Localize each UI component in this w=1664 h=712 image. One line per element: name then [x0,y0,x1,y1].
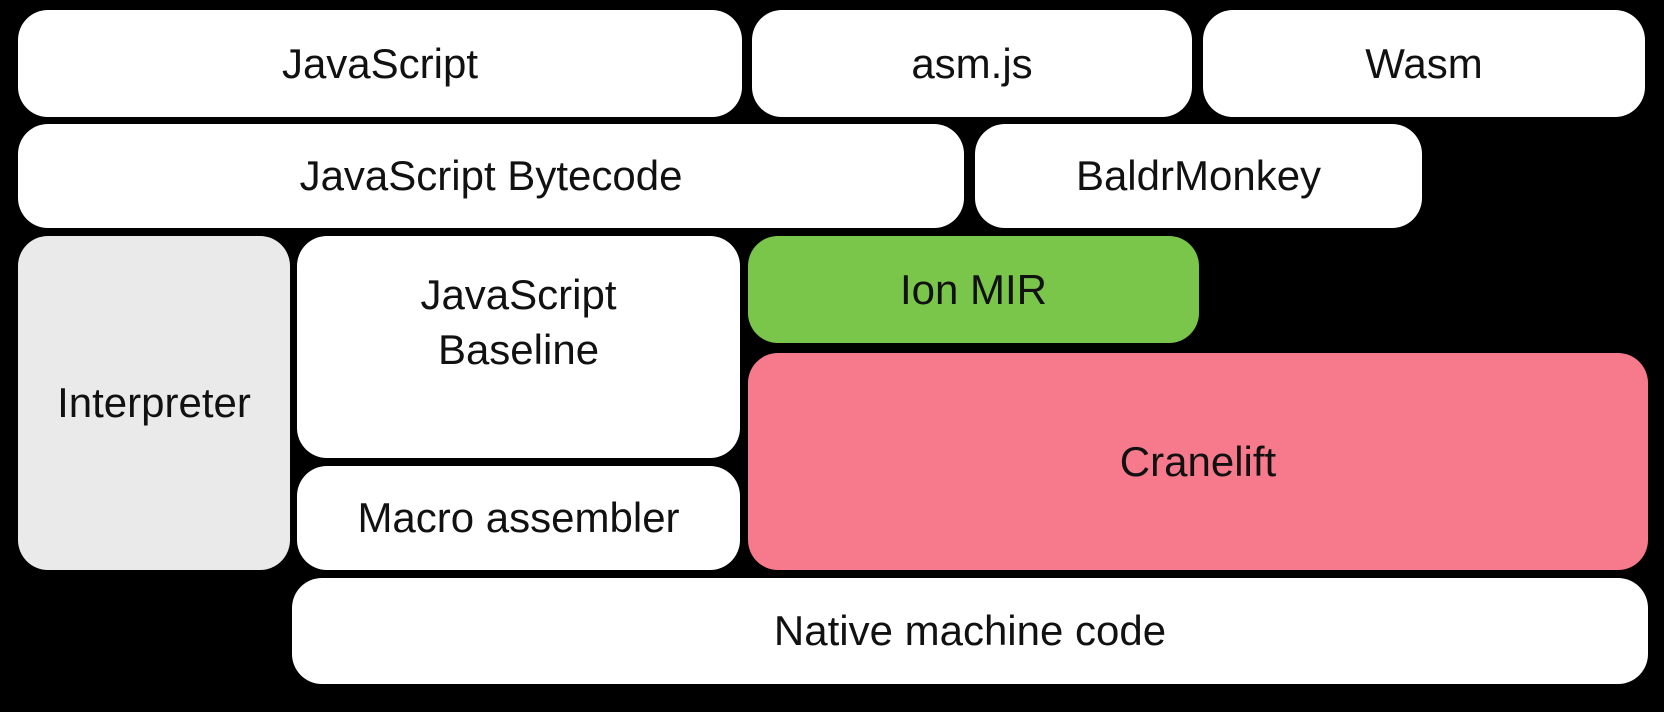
ion-mir-box: Ion MIR [748,236,1199,343]
javascript-baseline-box: JavaScript Baseline [297,236,740,458]
asmjs-box: asm.js [752,10,1192,117]
javascript-bytecode-box: JavaScript Bytecode [18,124,964,228]
javascript-box: JavaScript [18,10,742,117]
wasm-box: Wasm [1203,10,1645,117]
macro-assembler-box: Macro assembler [297,466,740,570]
native-machine-code-box: Native machine code [292,578,1648,684]
baldrmonkey-box: BaldrMonkey [975,124,1422,228]
cranelift-box: Cranelift [748,353,1648,570]
interpreter-box: Interpreter [18,236,290,570]
